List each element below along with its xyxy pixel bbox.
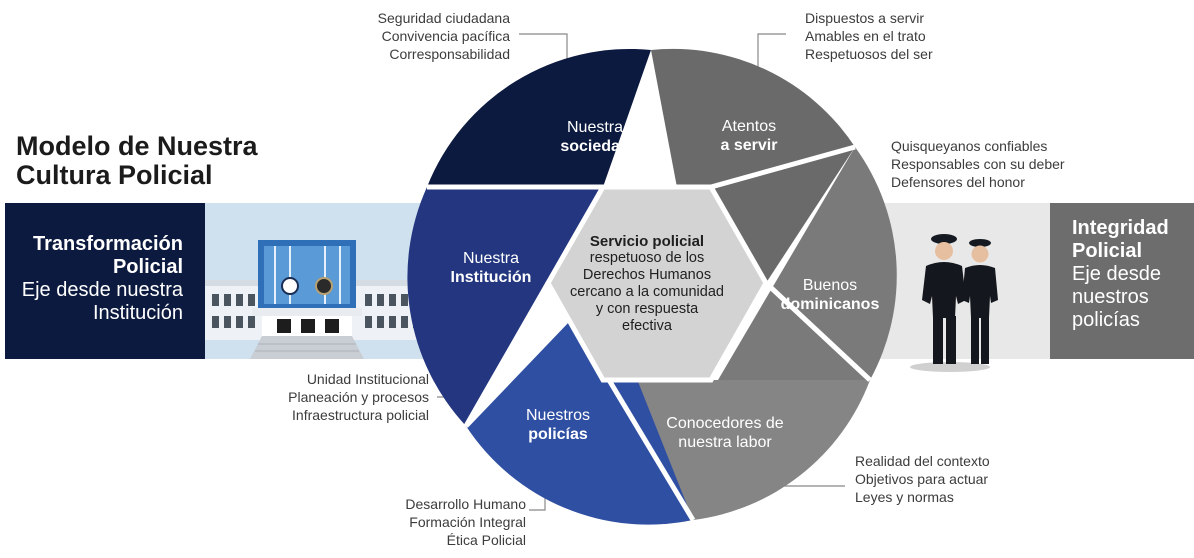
culture-wheel bbox=[407, 48, 897, 525]
title-line-2: Cultura Policial bbox=[16, 160, 213, 190]
label-servir-line-2: a servir bbox=[720, 137, 778, 154]
note-institucion-2: Planeación y procesos bbox=[288, 389, 429, 405]
note-institucion-3: Infraestructura policial bbox=[292, 407, 429, 423]
label-policias: Nuestros policías bbox=[503, 406, 613, 444]
note-dominicanos-3: Defensores del honor bbox=[891, 174, 1025, 190]
note-policias: Desarrollo Humano Formación Integral Éti… bbox=[300, 495, 526, 549]
label-dominicanos: Buenos dominicanos bbox=[770, 276, 890, 314]
note-sociedad: Seguridad ciudadana Convivencia pacífica… bbox=[300, 9, 510, 63]
note-labor-1: Realidad del contexto bbox=[855, 453, 990, 469]
segment-sociedad bbox=[427, 48, 651, 187]
label-labor-line-2: nuestra labor bbox=[678, 434, 772, 451]
center-text: Servicio policial respetuoso de los Dere… bbox=[555, 233, 739, 335]
center-line-5: efectiva bbox=[622, 318, 672, 334]
label-institucion-line-1: Nuestra bbox=[462, 250, 520, 267]
note-dominicanos: Quisqueyanos confiables Responsables con… bbox=[891, 137, 1111, 191]
segment-dominicanos bbox=[718, 147, 897, 380]
right-band-line-3: Eje desde bbox=[1072, 263, 1161, 285]
note-policias-2: Formación Integral bbox=[409, 514, 526, 530]
center-line-2: Derechos Humanos bbox=[582, 267, 712, 283]
note-servir-3: Respetuosos del ser bbox=[805, 46, 933, 62]
right-band-bold-2: Policial bbox=[1072, 240, 1143, 262]
label-institucion: Nuestra Institución bbox=[436, 249, 546, 287]
left-band-line-3: Eje desde nuestra bbox=[21, 279, 183, 301]
note-dominicanos-2: Responsables con su deber bbox=[891, 156, 1065, 172]
note-policias-1: Desarrollo Humano bbox=[405, 496, 526, 512]
right-band-line-5: policías bbox=[1072, 309, 1140, 331]
label-labor-line-1: Conocedores de bbox=[666, 415, 784, 432]
label-policias-line-1: Nuestros bbox=[525, 407, 591, 424]
segment-policias bbox=[466, 286, 693, 525]
officers-icon bbox=[910, 234, 998, 372]
center-line-4: y con respuesta bbox=[595, 301, 699, 317]
segment-institucion bbox=[407, 187, 603, 426]
center-line-1: respetuoso de los bbox=[589, 250, 705, 266]
label-servir-line-1: Atentos bbox=[721, 118, 777, 135]
note-policias-3: Ética Policial bbox=[446, 532, 526, 548]
center-line-3: cercano a la comunidad bbox=[570, 284, 724, 300]
note-institucion-1: Unidad Institucional bbox=[306, 371, 429, 387]
right-band-bold-1: Integridad bbox=[1072, 217, 1169, 239]
note-servir-2: Amables en el trato bbox=[805, 28, 926, 44]
building-icon bbox=[205, 240, 430, 359]
left-band-line-4: Institución bbox=[92, 302, 183, 324]
label-institucion-line-2: Institución bbox=[450, 269, 532, 286]
note-institucion: Unidad Institucional Planeación y proces… bbox=[212, 370, 429, 424]
title-line-1: Modelo de Nuestra bbox=[16, 131, 258, 161]
note-labor: Realidad del contexto Objetivos para act… bbox=[855, 452, 1075, 506]
label-sociedad: Nuestra sociedad bbox=[540, 118, 650, 156]
note-labor-2: Objetivos para actuar bbox=[855, 471, 989, 487]
label-sociedad-line-1: Nuestra bbox=[566, 119, 624, 136]
note-dominicanos-1: Quisqueyanos confiables bbox=[891, 138, 1048, 154]
left-band-bold-1: Transformación bbox=[32, 233, 183, 255]
center-title: Servicio policial bbox=[589, 233, 705, 250]
left-band: Transformación Policial Eje desde nuestr… bbox=[5, 203, 205, 359]
note-sociedad-1: Seguridad ciudadana bbox=[377, 10, 510, 26]
label-policias-line-2: policías bbox=[528, 426, 588, 443]
note-servir: Dispuestos a servir Amables en el trato … bbox=[805, 9, 1015, 63]
note-sociedad-3: Corresponsabilidad bbox=[389, 46, 510, 62]
note-servir-1: Dispuestos a servir bbox=[805, 10, 925, 26]
label-labor: Conocedores de nuestra labor bbox=[655, 414, 795, 452]
note-labor-3: Leyes y normas bbox=[855, 489, 954, 505]
right-band: Integridad Policial Eje desde nuestros p… bbox=[1050, 203, 1194, 359]
label-dominicanos-line-1: Buenos bbox=[802, 277, 858, 294]
right-band-line-4: nuestros bbox=[1072, 286, 1149, 308]
label-dominicanos-line-2: dominicanos bbox=[780, 296, 880, 313]
label-servir: Atentos a servir bbox=[694, 117, 804, 155]
diagram-title: Modelo de Nuestra Cultura Policial bbox=[16, 132, 258, 190]
left-band-bold-2: Policial bbox=[112, 256, 183, 278]
note-sociedad-2: Convivencia pacífica bbox=[381, 28, 510, 44]
label-sociedad-line-2: sociedad bbox=[560, 138, 630, 155]
